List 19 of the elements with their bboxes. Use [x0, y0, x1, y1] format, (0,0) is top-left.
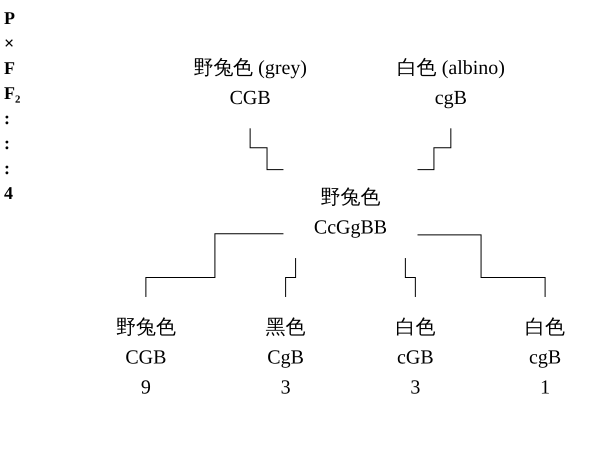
node-text: 野兔色 CcGgBB [314, 187, 388, 239]
connector [416, 234, 546, 298]
label-text: F₂ [4, 83, 22, 104]
connector [250, 128, 284, 170]
node-text: 野兔色 CGB 9 [116, 316, 176, 399]
node-text: 白色 cgB 1 [525, 316, 566, 399]
connector [416, 128, 452, 170]
label-text: P [4, 8, 16, 29]
label-text: : [4, 133, 11, 154]
label-text: × [4, 33, 16, 54]
node-text: 黑色 CgB 3 [266, 316, 306, 399]
label-text: F [4, 58, 16, 79]
label-text: : [4, 158, 11, 179]
label-text: 4 [4, 183, 14, 204]
node-text: 白色 cGB 3 [395, 316, 436, 399]
node-text: 白色 (albino) cgB [396, 57, 505, 110]
node-text: 野兔色 (grey) CGB [193, 57, 307, 110]
label-text: : [4, 108, 11, 129]
connector [145, 234, 284, 298]
